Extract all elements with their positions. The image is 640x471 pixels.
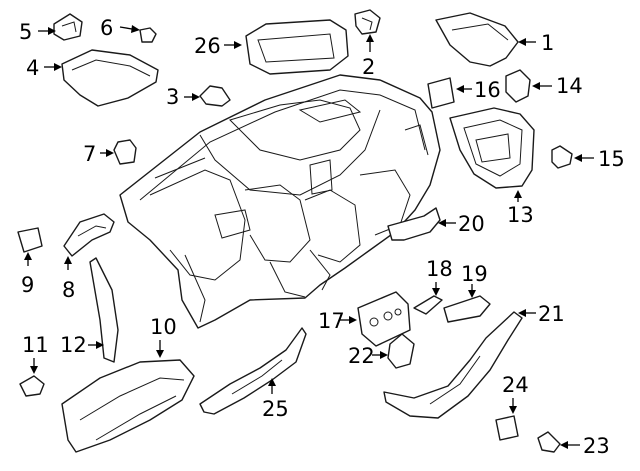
callout-19: 19: [461, 262, 488, 298]
callout-15: 15: [574, 147, 625, 171]
part-17-switch-panel: [357, 291, 411, 347]
callout-25: 25: [262, 378, 289, 421]
callout-label-8: 8: [62, 278, 75, 302]
callout-label-24: 24: [502, 373, 529, 397]
callout-23: 23: [560, 434, 610, 458]
part-12-side-panel: [89, 257, 119, 363]
part-14-clip: [505, 69, 531, 103]
callout-label-4: 4: [26, 56, 39, 80]
callout-label-26: 26: [194, 34, 221, 58]
callout-6: 6: [100, 16, 140, 40]
callout-1: 1: [518, 31, 554, 55]
instrument-panel-assembly: [119, 74, 441, 329]
callout-13: 13: [507, 190, 534, 227]
callout-label-21: 21: [538, 302, 565, 326]
part-2-clip: [354, 9, 381, 35]
callout-11: 11: [22, 333, 49, 374]
part-9-clip: [17, 227, 43, 253]
callout-21: 21: [518, 302, 565, 326]
callout-label-6: 6: [100, 16, 113, 40]
part-21-console-trim: [383, 311, 523, 419]
callout-label-3: 3: [166, 85, 179, 109]
part-1-airbag-cover: [435, 12, 519, 67]
part-11-clip: [19, 375, 45, 397]
part-5-bracket: [53, 13, 83, 41]
part-8-bracket: [63, 213, 115, 257]
callout-label-9: 9: [21, 273, 34, 297]
callout-label-12: 12: [60, 333, 87, 357]
callout-label-20: 20: [458, 212, 485, 236]
callout-3: 3: [166, 85, 200, 109]
callout-label-16: 16: [474, 78, 501, 102]
callout-label-25: 25: [262, 397, 289, 421]
callout-label-10: 10: [150, 315, 177, 339]
callout-5: 5: [19, 20, 56, 44]
part-4-upper-cover: [61, 49, 159, 107]
part-19-panel: [443, 295, 491, 323]
callout-7: 7: [83, 142, 114, 166]
callout-label-23: 23: [583, 434, 610, 458]
callout-16: 16: [456, 78, 501, 102]
callout-26: 26: [194, 34, 242, 58]
callout-4: 4: [26, 56, 62, 80]
callout-12: 12: [60, 333, 104, 357]
part-3-cap: [199, 85, 231, 107]
callout-20: 20: [438, 212, 485, 236]
callout-label-17: 17: [318, 309, 345, 333]
part-22-clip: [387, 333, 415, 369]
callout-22: 22: [348, 344, 388, 368]
callout-label-19: 19: [461, 262, 488, 286]
callout-label-22: 22: [348, 344, 375, 368]
callout-8: 8: [62, 256, 75, 302]
callout-label-5: 5: [19, 20, 32, 44]
callout-18: 18: [426, 257, 453, 296]
callout-label-18: 18: [426, 257, 453, 281]
callout-14: 14: [532, 74, 583, 98]
part-20-bracket: [387, 207, 441, 241]
callout-17: 17: [318, 309, 357, 333]
callout-label-7: 7: [83, 142, 96, 166]
part-10-glove-box: [61, 359, 195, 453]
part-23-screw: [537, 431, 561, 453]
part-6-screw: [139, 27, 157, 43]
callout-label-1: 1: [541, 31, 554, 55]
part-16-trim: [427, 77, 455, 109]
part-24-clip: [495, 415, 519, 441]
callout-10: 10: [150, 315, 177, 358]
callout-label-13: 13: [507, 203, 534, 227]
part-25-console-side: [199, 327, 307, 415]
callout-label-14: 14: [556, 74, 583, 98]
callout-9: 9: [21, 252, 34, 297]
callout-label-11: 11: [22, 333, 49, 357]
part-7-knob: [113, 139, 137, 165]
part-26-airbag-module: [245, 19, 349, 75]
callout-label-15: 15: [598, 147, 625, 171]
callout-2: 2: [362, 34, 375, 79]
part-18-switch: [413, 295, 443, 315]
callout-24: 24: [502, 373, 529, 414]
callout-label-2: 2: [362, 55, 375, 79]
part-15-screw: [551, 145, 573, 169]
